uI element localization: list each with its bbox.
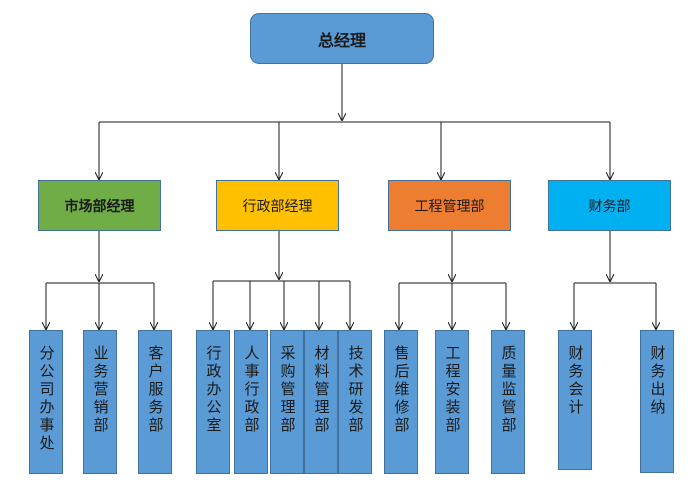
node-rnd: 技术研发部 <box>338 330 372 474</box>
node-installation: 工程安装部 <box>435 330 469 474</box>
node-customer-service: 客户服务部 <box>138 330 172 474</box>
node-engineering-dept: 工程管理部 <box>388 180 511 231</box>
node-hr-admin: 人事行政部 <box>234 330 268 474</box>
node-cashier: 财务出纳 <box>640 330 674 473</box>
node-finance-dept: 财务部 <box>548 180 671 231</box>
node-admin-office: 行政办公室 <box>196 330 230 474</box>
node-sales-marketing: 业务营销部 <box>83 330 117 474</box>
node-materials: 材料管理部 <box>304 330 338 474</box>
node-market-manager: 市场部经理 <box>38 180 161 231</box>
node-purchasing: 采购管理部 <box>270 330 304 474</box>
node-after-sales: 售后维修部 <box>384 330 418 474</box>
node-branch-office: 分公司办事处 <box>29 330 63 474</box>
node-accounting: 财务会计 <box>558 330 592 470</box>
node-quality-control: 质量监管部 <box>491 330 525 474</box>
node-admin-manager: 行政部经理 <box>216 180 339 231</box>
node-general-manager: 总经理 <box>250 13 434 64</box>
